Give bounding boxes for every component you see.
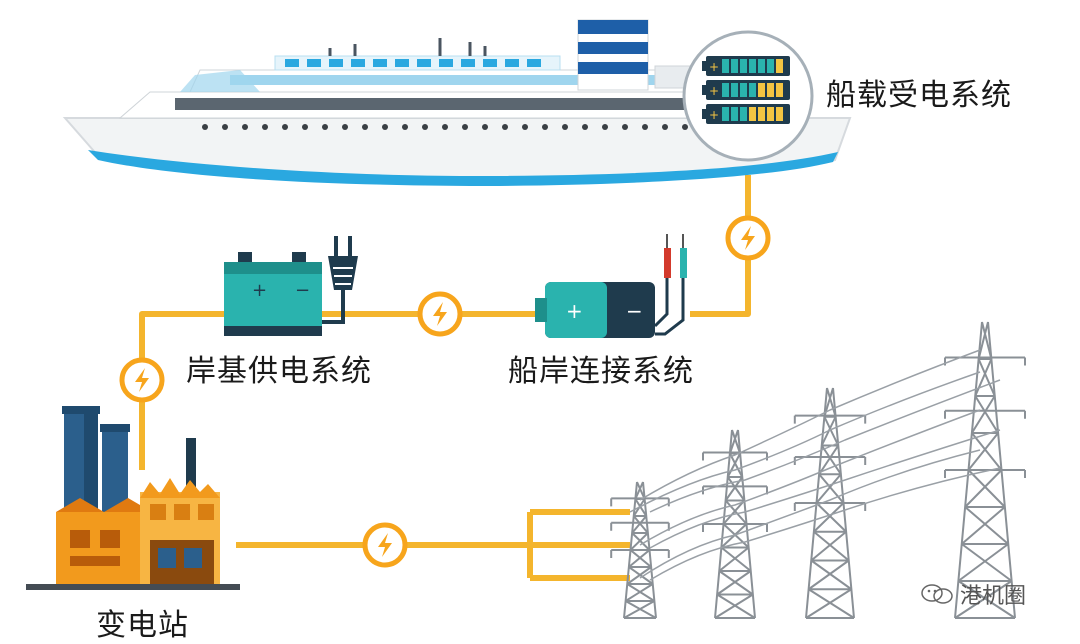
porthole — [382, 124, 388, 130]
porthole — [462, 124, 468, 130]
battery-icon: + — [702, 56, 790, 76]
svg-text:+: + — [566, 299, 583, 323]
deck-window — [395, 59, 409, 67]
deck-window — [285, 59, 299, 67]
deck-window — [417, 59, 431, 67]
porthole — [302, 124, 308, 130]
ship-shore-connection-label: 船岸连接系统 — [508, 354, 694, 389]
porthole — [582, 124, 588, 130]
onboard-system-label: 船载受电系统 — [826, 78, 1012, 113]
lightning-bolt-icon — [417, 291, 463, 337]
porthole — [242, 124, 248, 130]
chimney-1 — [186, 438, 196, 498]
ship-hull-waterline — [88, 150, 838, 186]
line-substation-to-shore — [139, 311, 232, 470]
ship-lower-windows — [175, 98, 695, 110]
transmission-tower — [702, 429, 768, 619]
power-plug-icon — [322, 236, 358, 324]
lightning-bolts — [119, 215, 771, 568]
substation-label: 变电站 — [96, 608, 189, 643]
transmission-wires — [629, 349, 1001, 581]
porthole — [422, 124, 428, 130]
svg-text:−: − — [295, 280, 310, 301]
deck-window — [329, 59, 343, 67]
power-lines — [139, 175, 751, 581]
porthole — [682, 124, 688, 130]
ship-bow — [180, 70, 260, 92]
deck-window — [307, 59, 321, 67]
svg-text:+: + — [709, 84, 719, 98]
deck-window — [461, 59, 475, 67]
porthole — [522, 124, 528, 130]
svg-text:+: + — [709, 108, 719, 122]
connection-battery: + − — [535, 282, 655, 338]
svg-text:−: − — [626, 299, 643, 323]
transmission-towers — [610, 321, 1026, 619]
ship-antennas — [328, 38, 487, 56]
porthole — [262, 124, 268, 130]
shore-supply-label: 岸基供电系统 — [186, 354, 372, 389]
substation-factory — [26, 406, 240, 590]
battery-icon: + — [702, 80, 790, 100]
porthole — [602, 124, 608, 130]
deck-window — [505, 59, 519, 67]
porthole — [502, 124, 508, 130]
ship-upper-windows — [230, 75, 670, 85]
porthole — [662, 124, 668, 130]
watermark: 港机圈 — [920, 578, 1026, 610]
lightning-bolt-icon — [119, 357, 165, 403]
porthole — [482, 124, 488, 130]
lightning-bolt-icon — [725, 215, 771, 261]
porthole — [342, 124, 348, 130]
transmission-tower — [944, 321, 1026, 619]
svg-text:+: + — [709, 60, 719, 74]
porthole — [642, 124, 648, 130]
porthole — [322, 124, 328, 130]
deck-window — [373, 59, 387, 67]
top-deck-windows — [285, 59, 541, 67]
porthole — [202, 124, 208, 130]
porthole — [282, 124, 288, 130]
wechat-icon — [921, 584, 953, 604]
porthole — [362, 124, 368, 130]
battery-stack: + + + — [702, 56, 790, 124]
cruise-ship — [62, 19, 852, 186]
porthole — [562, 124, 568, 130]
porthole — [542, 124, 548, 130]
deck-window — [351, 59, 365, 67]
shore-battery: + − — [224, 252, 322, 336]
deck-window — [527, 59, 541, 67]
ship-funnel — [577, 19, 649, 91]
battery-icon: + — [702, 104, 790, 124]
watermark-text: 港机圈 — [960, 584, 1027, 609]
lightning-bolt-icon — [362, 522, 408, 568]
test-probe-icon — [653, 234, 687, 336]
porthole — [442, 124, 448, 130]
battery-icon — [224, 262, 322, 336]
transmission-tower — [610, 481, 670, 619]
onboard-battery-panel: + + + — [682, 30, 814, 162]
porthole — [622, 124, 628, 130]
svg-text:+: + — [252, 280, 267, 301]
porthole — [402, 124, 408, 130]
porthole — [222, 124, 228, 130]
deck-window — [483, 59, 497, 67]
deck-window — [439, 59, 453, 67]
transmission-tower — [793, 387, 867, 619]
